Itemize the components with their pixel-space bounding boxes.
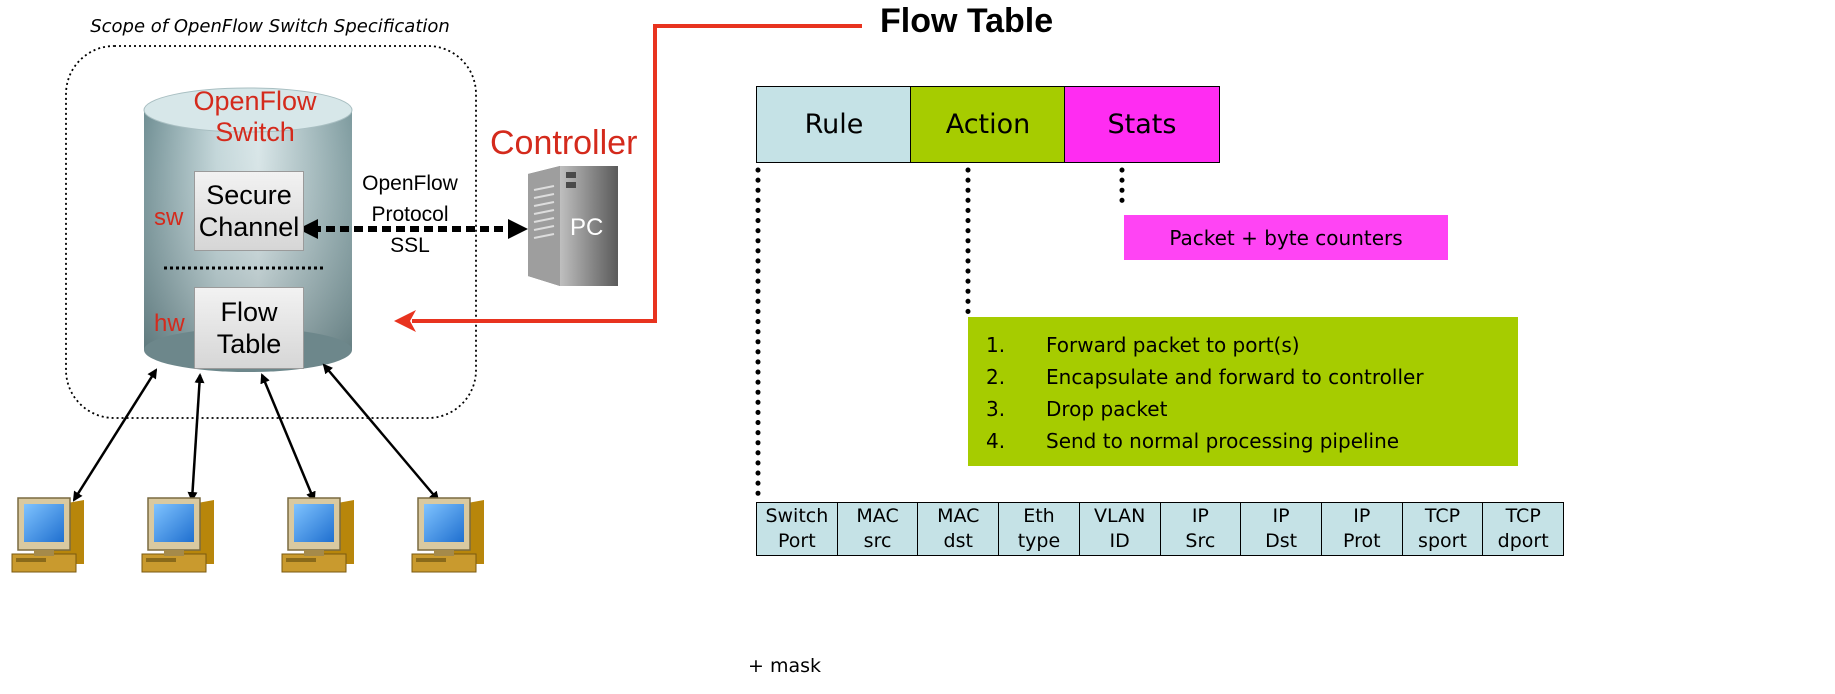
action-number: 4. (986, 429, 1006, 453)
flow-table-title: Flow Table (880, 2, 1054, 40)
action-item: 1. Forward packet to port(s) (968, 329, 1518, 361)
field-bottom: type (1017, 530, 1061, 552)
mask-note: + mask (748, 655, 822, 677)
hosts-group (11, 497, 484, 573)
action-text: Forward packet to port(s) (1046, 333, 1300, 357)
rule-cell: Rule (756, 86, 912, 163)
field-bottom: Dst (1265, 530, 1298, 552)
field-top: Switch (765, 505, 829, 527)
match-field-cell: VLAN ID (1078, 503, 1160, 555)
host-link-4 (322, 363, 440, 502)
secure-channel-box: Secure Channel (194, 171, 304, 251)
match-fields-table: Switch Port MAC src MAC dst Eth type VLA… (756, 502, 1564, 556)
field-bottom: src (863, 530, 892, 552)
sw-label: sw (154, 204, 184, 231)
scope-boundary (65, 45, 477, 419)
field-top: IP (1353, 505, 1371, 527)
field-top: IP (1191, 505, 1209, 527)
field-bottom: dport (1497, 530, 1549, 552)
field-top: TCP (1424, 505, 1461, 527)
stats-cell: Stats (1064, 86, 1220, 163)
match-field-cell: TCP sport (1401, 503, 1483, 555)
scope-label: Scope of OpenFlow Switch Specification (90, 16, 450, 37)
match-field-cell: Eth type (998, 503, 1079, 555)
match-field-cell: Switch Port (757, 503, 837, 555)
protocol-line-2: Protocol (371, 203, 449, 226)
match-field-cell: TCP dport (1482, 503, 1563, 555)
host-computer-icon (281, 497, 354, 573)
flow-table-box: Flow Table (194, 287, 304, 369)
match-field-cell: IP Src (1159, 503, 1241, 555)
field-bottom: sport (1418, 530, 1467, 552)
protocol-label: OpenFlow Protocol SSL (350, 168, 470, 261)
action-number: 2. (986, 365, 1006, 389)
actions-list: 1. Forward packet to port(s) 2. Encapsul… (968, 317, 1518, 466)
arrowhead-left (298, 219, 318, 239)
host-computer-icon (11, 497, 84, 573)
host-link-1 (72, 368, 158, 502)
controller-server-icon (528, 166, 618, 286)
field-top: MAC (937, 505, 980, 527)
match-field-cell: IP Dst (1240, 503, 1321, 555)
host-computer-icon (411, 497, 484, 573)
action-cell: Action (910, 86, 1066, 163)
field-top: Eth (1023, 505, 1055, 527)
host-link-3 (260, 373, 316, 502)
hw-label: hw (154, 310, 185, 337)
action-item: 3. Drop packet (968, 393, 1518, 425)
controller-label: Controller (490, 124, 638, 162)
protocol-line-3: SSL (390, 234, 430, 257)
field-top: MAC (856, 505, 899, 527)
pc-label: PC (570, 214, 604, 241)
stats-description: Packet + byte counters (1124, 215, 1448, 260)
host-computer-icon (141, 497, 214, 573)
action-text: Send to normal processing pipeline (1046, 429, 1400, 453)
host-link-2 (187, 373, 205, 502)
action-number: 3. (986, 397, 1006, 421)
field-top: TCP (1505, 505, 1541, 527)
field-top: IP (1272, 505, 1290, 527)
match-field-cell: MAC src (836, 503, 918, 555)
flow-table-link-arrowhead (394, 310, 416, 332)
field-bottom: Src (1185, 530, 1216, 552)
action-item: 4. Send to normal processing pipeline (968, 425, 1518, 457)
action-text: Encapsulate and forward to controller (1046, 365, 1424, 389)
field-bottom: dst (943, 530, 973, 552)
protocol-line-1: OpenFlow (362, 172, 458, 195)
match-field-cell: MAC dst (917, 503, 998, 555)
flow-table-link-line (412, 24, 862, 323)
field-bottom: ID (1109, 530, 1130, 552)
action-text: Drop packet (1046, 397, 1168, 421)
field-bottom: Prot (1342, 530, 1381, 552)
field-bottom: Port (778, 530, 816, 552)
arrowhead-right (508, 219, 528, 239)
action-number: 1. (986, 333, 1006, 357)
field-top: VLAN (1094, 505, 1146, 527)
action-item: 2. Encapsulate and forward to controller (968, 361, 1518, 393)
switch-title: OpenFlow Switch (193, 86, 317, 147)
match-field-cell: IP Prot (1320, 503, 1402, 555)
